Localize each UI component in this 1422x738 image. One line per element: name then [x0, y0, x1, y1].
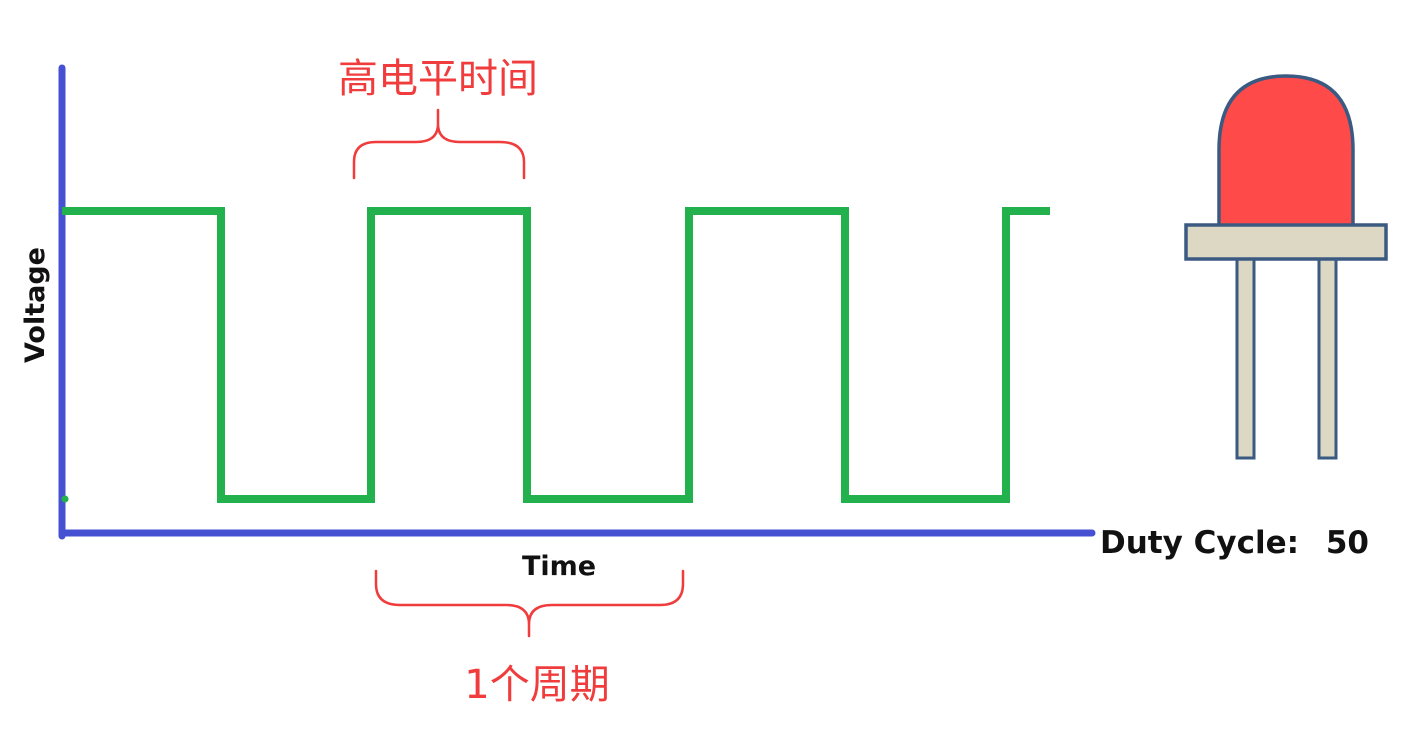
duty-cycle-value: 50 — [1326, 525, 1369, 561]
x-axis-label: Time — [522, 551, 596, 582]
period-brace — [374, 569, 685, 638]
led-base — [1184, 223, 1388, 261]
led-leg-right — [1317, 256, 1338, 460]
led-icon — [1184, 74, 1388, 460]
duty-cycle-readout: Duty Cycle: 50 — [1100, 525, 1369, 561]
period-label: 1个周期 — [464, 662, 609, 708]
y-axis-label: Voltage — [20, 247, 51, 363]
high-time-brace — [352, 108, 526, 180]
led-dome — [1217, 74, 1355, 228]
pwm-signal — [62, 207, 1050, 503]
axes — [58, 64, 1096, 540]
duty-cycle-label: Duty Cycle: — [1100, 525, 1299, 561]
high-time-label: 高电平时间 — [338, 56, 538, 102]
led-leg-left — [1235, 256, 1256, 460]
signal-low-start-marker — [61, 495, 69, 503]
